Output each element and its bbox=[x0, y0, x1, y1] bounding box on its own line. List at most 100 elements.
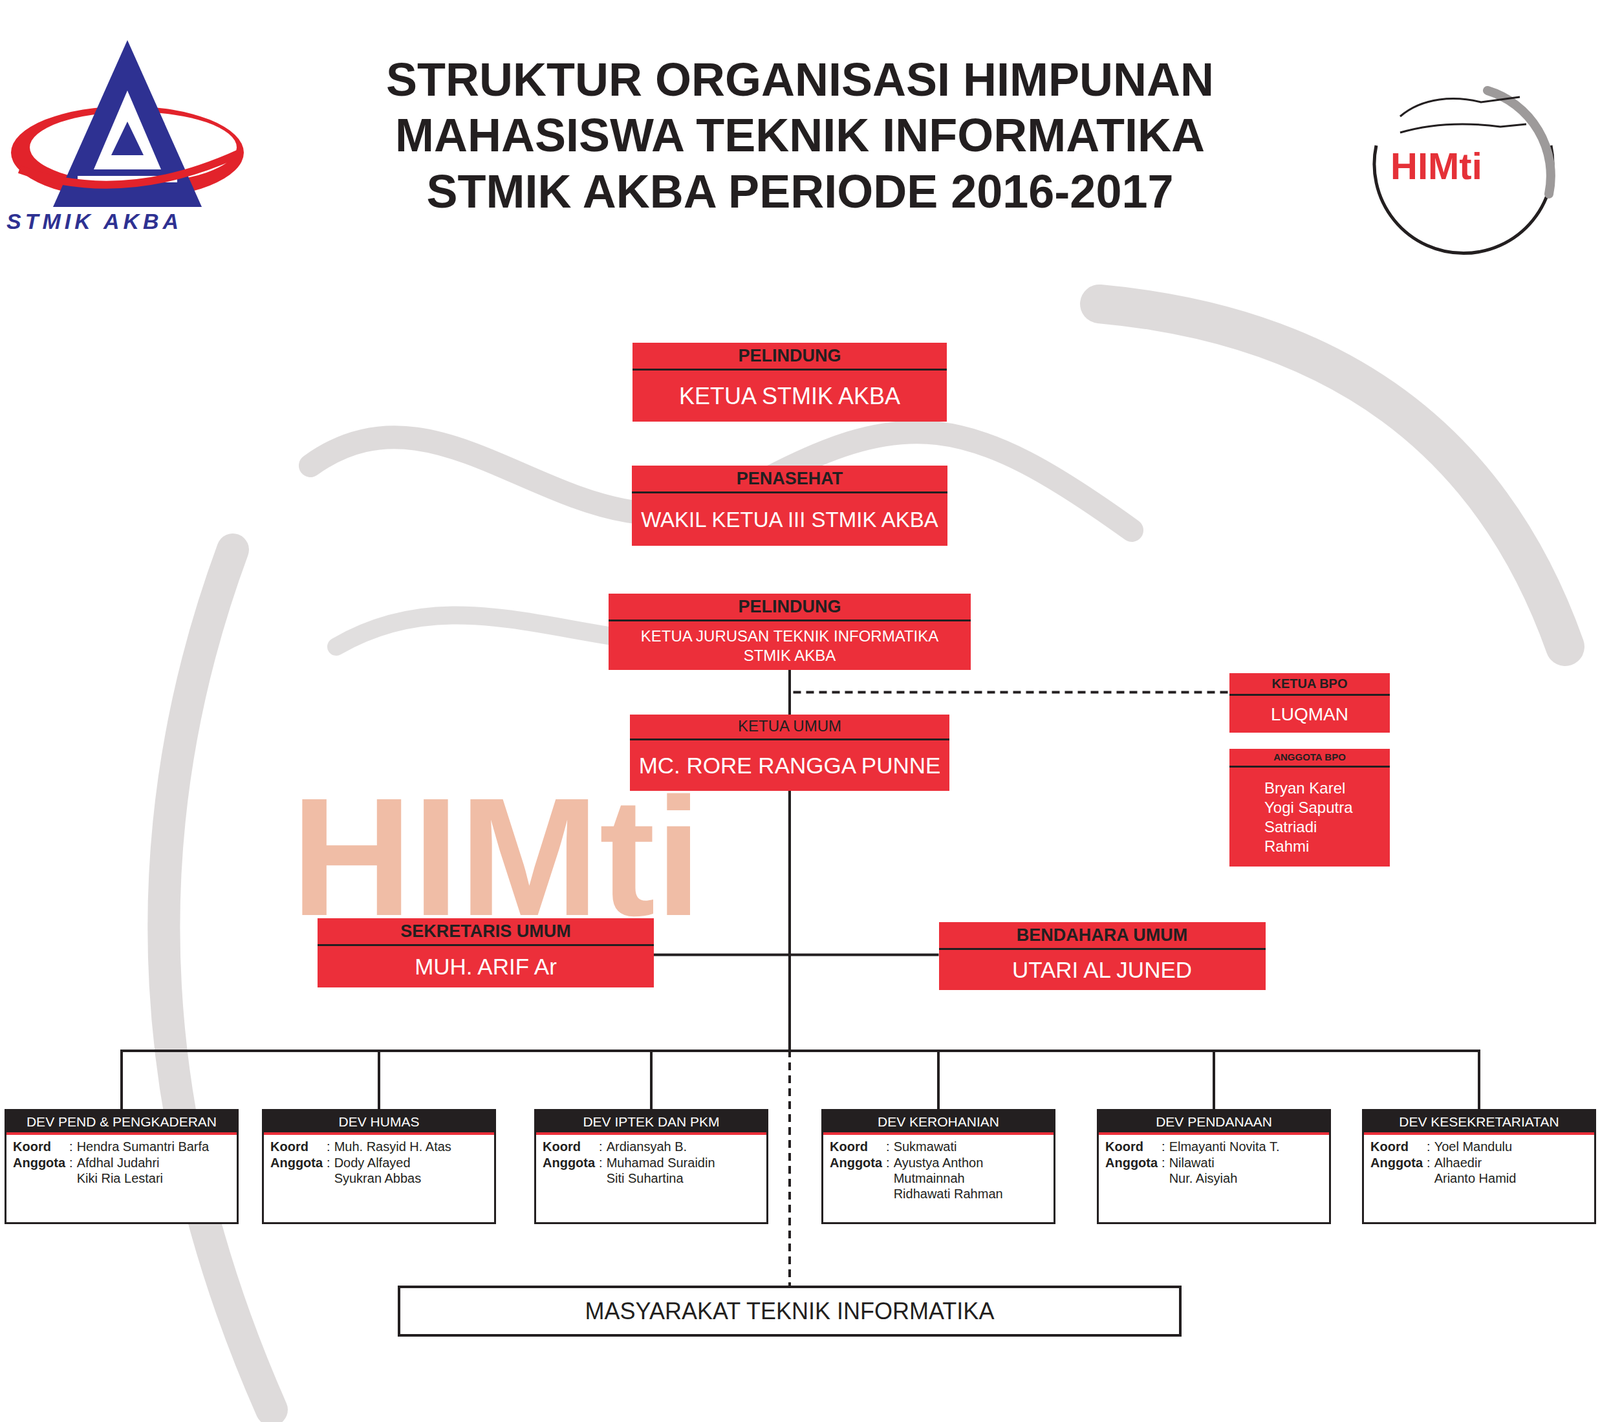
box-text: Yogi Saputra bbox=[1238, 798, 1381, 818]
role-label: Anggota bbox=[542, 1155, 595, 1171]
member-name: Ayustya Anthon bbox=[893, 1155, 1048, 1171]
member-name: Elmayanti Novita T. bbox=[1169, 1138, 1323, 1155]
box-text: WAKIL KETUA III STMIK AKBA bbox=[640, 506, 939, 533]
separator: : bbox=[886, 1155, 890, 1171]
dashed-connector bbox=[788, 790, 791, 1286]
division-heading: DEV IPTEK DAN PKM bbox=[536, 1111, 767, 1136]
box-heading: BENDAHARA UMUM bbox=[939, 922, 1266, 951]
chart-title: STRUKTUR ORGANISASI HIMPUNAN MAHASISWA T… bbox=[379, 51, 1221, 220]
separator: : bbox=[69, 1138, 74, 1155]
separator: : bbox=[598, 1155, 603, 1171]
box-text: LUQMAN bbox=[1238, 702, 1381, 726]
advisor-box: PENASEHAT WAKIL KETUA III STMIK AKBA bbox=[631, 465, 948, 546]
community-box: MASYARAKAT TEKNIK INFORMATIKA bbox=[397, 1285, 1182, 1337]
member-name: Nur. Aisyiah bbox=[1169, 1170, 1323, 1187]
box-text: Satriadi bbox=[1238, 817, 1381, 837]
member-name: Sukmawati bbox=[893, 1138, 1048, 1155]
member-name: Kiki Ria Lestari bbox=[76, 1170, 231, 1187]
role-label: Koord bbox=[542, 1138, 595, 1155]
division-heading: DEV HUMAS bbox=[263, 1111, 495, 1136]
division-body: Koord:Yoel ManduluAnggota:AlhaedirAriant… bbox=[1363, 1135, 1595, 1190]
box-body: KETUA STMIK AKBA bbox=[632, 370, 947, 422]
logo-hand bbox=[1400, 124, 1527, 133]
division-box: DEV IPTEK DAN PKM Koord:Ardiansyah B. Angg… bbox=[534, 1109, 769, 1225]
division-heading: DEV KESEKRETARIATAN bbox=[1363, 1111, 1595, 1136]
role-label: Koord bbox=[1105, 1138, 1158, 1155]
swoosh-arc bbox=[163, 549, 272, 1410]
chair-box: KETUA UMUM MC. RORE RANGGA PUNNE bbox=[629, 714, 951, 791]
box-body: Bryan KarelYogi SaputraSatriadiRahmi bbox=[1229, 767, 1390, 867]
connector bbox=[789, 790, 940, 956]
member-name: Hendra Sumantri Barfa bbox=[76, 1138, 231, 1155]
separator: : bbox=[326, 1155, 331, 1171]
role-label: Koord bbox=[270, 1138, 323, 1155]
box-text: MUH. ARIF Ar bbox=[326, 952, 645, 982]
role-label: Koord bbox=[1370, 1138, 1423, 1155]
separator: : bbox=[1426, 1138, 1431, 1155]
box-text: MASYARAKAT TEKNIK INFORMATIKA bbox=[572, 1290, 1008, 1333]
box-heading: KETUA BPO bbox=[1229, 673, 1390, 696]
separator: : bbox=[326, 1138, 331, 1155]
role-label: Anggota bbox=[270, 1155, 323, 1171]
himti-logo bbox=[1374, 90, 1553, 254]
box-text: Rahmi bbox=[1238, 836, 1381, 857]
separator: : bbox=[886, 1138, 890, 1155]
division-body: Koord:Muh. Rasyid H. AtasAnggota:Dody Al… bbox=[263, 1135, 495, 1190]
role-label: Anggota bbox=[1105, 1155, 1158, 1171]
division-heading: DEV KEROHANIAN bbox=[823, 1111, 1054, 1136]
member-name: Ardiansyah B. bbox=[606, 1138, 760, 1155]
box-body: MC. RORE RANGGA PUNNE bbox=[629, 740, 951, 791]
separator: : bbox=[1426, 1155, 1431, 1171]
connector bbox=[789, 790, 939, 1110]
role-label: Anggota bbox=[1370, 1155, 1423, 1171]
role-label: Anggota bbox=[829, 1155, 883, 1171]
division-body: Koord:Hendra Sumantri BarfaAnggota:Afdha… bbox=[6, 1135, 237, 1190]
logo-letter-hole bbox=[111, 121, 144, 156]
member-name: Nilawati bbox=[1169, 1155, 1323, 1171]
box-text: KETUA STMIK AKBA bbox=[641, 381, 938, 411]
box-body: MUH. ARIF Ar bbox=[317, 946, 654, 988]
box-heading: KETUA UMUM bbox=[629, 714, 951, 741]
box-body: UTARI AL JUNED bbox=[939, 950, 1266, 991]
treasurer-box: BENDAHARA UMUM UTARI AL JUNED bbox=[939, 922, 1266, 991]
division-heading: DEV PEND & PENGKADERAN bbox=[6, 1111, 237, 1136]
division-box: DEV KESEKRETARIATAN Koord:Yoel ManduluAng… bbox=[1362, 1109, 1597, 1225]
box-text: KETUA JURUSAN TEKNIK INFORMATIKA STMIK A… bbox=[617, 626, 962, 666]
member-name: Dody Alfayed bbox=[334, 1155, 488, 1171]
logo-text: HIMti bbox=[1390, 143, 1483, 189]
logo-swoosh bbox=[19, 152, 241, 185]
box-text: UTARI AL JUNED bbox=[948, 955, 1257, 985]
stmik-logo bbox=[10, 40, 244, 207]
division-box: DEV KEROHANIANKoord:SukmawatiAnggota:Ayu… bbox=[821, 1109, 1056, 1225]
logo-letter bbox=[93, 90, 162, 170]
separator: : bbox=[598, 1138, 603, 1155]
division-body: Koord:Ardiansyah B.Anggota:Muhamad Surai… bbox=[536, 1135, 767, 1190]
division-heading: DEV PENDANAAN bbox=[1098, 1111, 1330, 1136]
logo-hand bbox=[1400, 97, 1520, 117]
role-label: Koord bbox=[829, 1138, 883, 1155]
separator: : bbox=[1161, 1138, 1166, 1155]
box-heading: PELINDUNG bbox=[608, 593, 971, 622]
member-name: Mutmainnah bbox=[893, 1170, 1048, 1187]
logo-circle bbox=[1487, 90, 1551, 195]
box-text: MC. RORE RANGGA PUNNE bbox=[638, 751, 941, 780]
box-heading: PENASEHAT bbox=[631, 465, 948, 494]
division-box: DEV PENDANAAN Koord:Elmayanti Novita T. An… bbox=[1096, 1109, 1331, 1225]
division-box: DEV PEND & PENGKADERANKoord:Hendra Suman… bbox=[4, 1109, 239, 1225]
member-name: Arianto Hamid bbox=[1434, 1170, 1588, 1187]
division-box: DEV HUMASKoord:Muh. Rasyid H. AtasAnggot… bbox=[261, 1109, 497, 1225]
box-body: KETUA JURUSAN TEKNIK INFORMATIKA STMIK A… bbox=[608, 621, 971, 671]
patron-box: PELINDUNG KETUA JURUSAN TEKNIK INFORMATIK… bbox=[608, 593, 971, 671]
bpo-chair-box: KETUA BPO LUQMAN bbox=[1229, 673, 1390, 733]
box-heading: SEKRETARIS UMUM bbox=[317, 918, 654, 947]
member-name: Siti Suhartina bbox=[606, 1170, 760, 1187]
logo-text: STMIK AKBA bbox=[6, 208, 183, 235]
box-heading: ANGGOTA BPO bbox=[1229, 748, 1390, 768]
watermark: HIMti bbox=[291, 772, 702, 941]
box-text: Bryan Karel bbox=[1238, 778, 1381, 799]
division-body: Koord:SukmawatiAnggota:Ayustya AnthonMut… bbox=[823, 1135, 1054, 1207]
dashed-connector bbox=[789, 692, 1230, 716]
member-name: Yoel Mandulu bbox=[1434, 1138, 1588, 1155]
